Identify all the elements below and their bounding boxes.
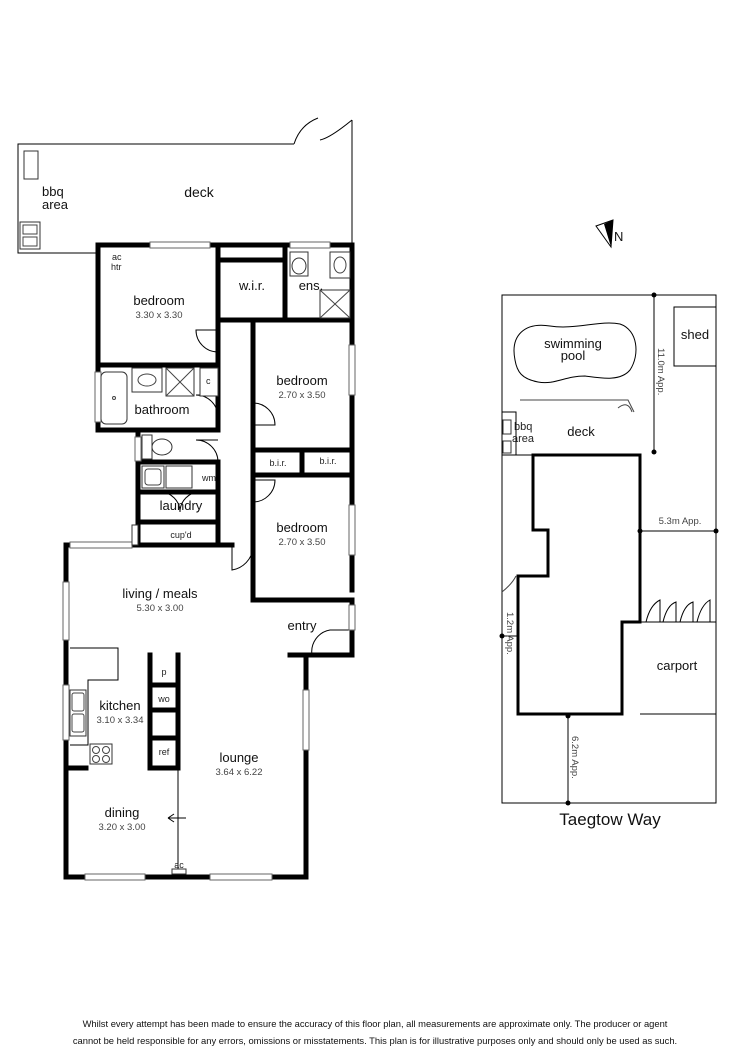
wm-label: wm	[201, 473, 216, 483]
lounge-dims: 3.64 x 6.22	[215, 767, 262, 778]
door-swings	[159, 329, 352, 823]
pool-label-line1: swimming	[544, 336, 602, 351]
dining-label: dining	[105, 805, 140, 820]
north-arrow-icon	[595, 219, 614, 249]
cupd-label: cup'd	[170, 530, 191, 540]
dining-dims: 3.20 x 3.00	[98, 822, 145, 833]
left-dimension-line	[499, 575, 518, 639]
lounge-label: lounge	[219, 750, 258, 765]
bedroom2-label: bedroom	[276, 373, 327, 388]
house-interior-walls	[63, 242, 355, 877]
ens-label: ens.	[299, 278, 324, 293]
ref-label: ref	[159, 747, 170, 757]
site-boundary	[501, 294, 717, 804]
disclaimer-line2: cannot be held responsible for any error…	[72, 1035, 678, 1046]
bath-icon	[100, 371, 128, 425]
sink-icon	[19, 221, 41, 250]
vanity-icon	[131, 367, 163, 393]
house-exterior-walls	[63, 242, 355, 880]
site-bbq-label-line2: area	[512, 433, 535, 445]
carport-label: carport	[657, 658, 698, 673]
rear-dim-label: 11.0m App.	[655, 348, 666, 395]
north-label: N	[614, 229, 623, 244]
wir-label: w.i.r.	[238, 278, 265, 293]
left-dim-label: 1.2m App.	[504, 612, 515, 655]
cupd-door	[131, 524, 139, 546]
front-dimension-line	[565, 713, 571, 806]
bedroom3-label: bedroom	[276, 520, 327, 535]
laundry-tub-icon	[141, 465, 193, 489]
kitchen-label: kitchen	[99, 698, 140, 713]
wo-label: wo	[157, 694, 170, 704]
kitchen-bench	[69, 647, 119, 746]
windows	[62, 241, 356, 881]
front-dim-label: 6.2m App.	[569, 736, 580, 779]
living-dims: 5.30 x 3.00	[136, 603, 183, 614]
floor-plan-drawing: bbq area deck ac htr bedroom 3.30 x 3.30…	[17, 117, 719, 881]
side-dim-label: 5.3m App.	[659, 516, 702, 527]
c-label: c	[206, 376, 211, 386]
house-footprint	[516, 453, 642, 716]
deck-label: deck	[184, 184, 215, 200]
ac-label: ac	[112, 252, 122, 262]
site-deck-label: deck	[567, 424, 595, 439]
bathroom-label: bathroom	[135, 402, 190, 417]
street-name-label: Taegtow Way	[559, 810, 661, 829]
bedroom1-label: bedroom	[133, 293, 184, 308]
htr-label: htr	[111, 262, 122, 272]
pool-label-line2: pool	[561, 348, 586, 363]
entry-label: entry	[288, 618, 317, 633]
kitchen-dims: 3.10 x 3.34	[96, 715, 143, 726]
bbq-area-label-line1: bbq	[42, 184, 64, 199]
bbq-area-label-line2: area	[42, 197, 69, 212]
side-dimension-line	[637, 528, 719, 534]
bedroom1-dims: 3.30 x 3.30	[135, 310, 182, 321]
rear-dimension-line	[651, 292, 657, 455]
living-label: living / meals	[122, 586, 198, 601]
bir1-label: b.i.r.	[269, 458, 286, 468]
site-bbq-label-line1: bbq	[514, 421, 532, 433]
laundry-label: laundry	[160, 498, 203, 513]
toilet-icon	[141, 434, 173, 460]
disclaimer: Whilst every attempt has been made to en…	[0, 1015, 750, 1049]
shed	[673, 306, 717, 367]
shower-icon	[165, 367, 195, 397]
bir2-label: b.i.r.	[319, 456, 336, 466]
swimming-pool	[513, 322, 637, 413]
ac-unit	[171, 868, 187, 875]
ensuite-fixtures	[289, 251, 351, 319]
shed-label: shed	[681, 327, 709, 342]
disclaimer-line1: Whilst every attempt has been made to en…	[82, 1018, 668, 1029]
cupboard-c	[199, 367, 219, 397]
bedroom2-dims: 2.70 x 3.50	[278, 390, 325, 401]
p-label: p	[161, 667, 166, 677]
cooktop-icon	[89, 743, 113, 765]
carport	[640, 599, 716, 715]
ac-label-lounge: ac	[174, 860, 184, 870]
deck-outline	[17, 117, 353, 254]
bedroom3-dims: 2.70 x 3.50	[278, 537, 325, 548]
